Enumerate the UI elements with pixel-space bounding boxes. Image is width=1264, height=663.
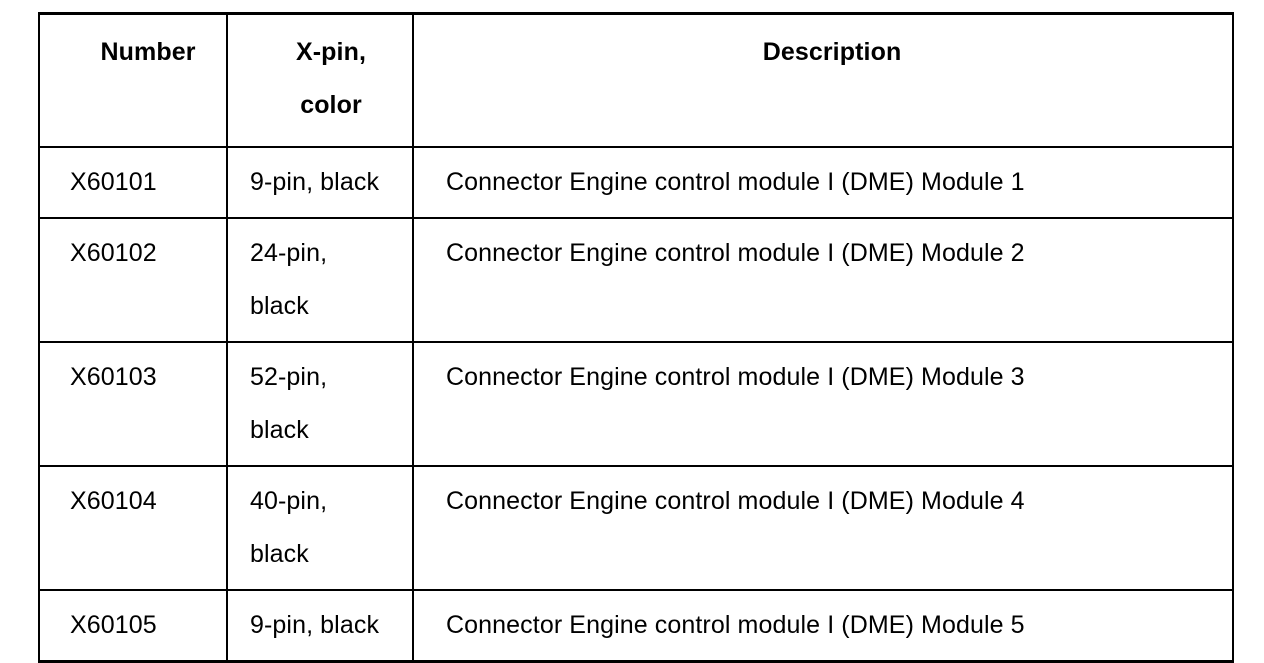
cell-description: Connector Engine control module I (DME) … — [412, 589, 1234, 663]
column-header-description-label: Description — [762, 38, 902, 66]
table-row: X60105 9-pin, black Connector Engine con… — [38, 589, 1234, 663]
table-body: X60101 9-pin, black Connector Engine con… — [38, 146, 1234, 663]
column-header-number: Number — [38, 12, 228, 148]
cell-description: Connector Engine control module I (DME) … — [412, 217, 1234, 343]
cell-number-value: X60101 — [70, 168, 157, 196]
cell-number-value: X60103 — [70, 363, 157, 391]
cell-xpin: 9-pin, black — [226, 589, 414, 663]
table-row: X60101 9-pin, black Connector Engine con… — [38, 146, 1234, 219]
cell-number-value: X60102 — [70, 239, 157, 267]
cell-number: X60102 — [38, 217, 228, 343]
cell-description-value: Connector Engine control module I (DME) … — [446, 611, 1025, 639]
cell-xpin: 52-pin, black — [226, 341, 414, 467]
column-header-description: Description — [412, 12, 1234, 148]
cell-xpin-value: 52-pin, black — [250, 363, 328, 444]
cell-number: X60105 — [38, 589, 228, 663]
cell-number: X60103 — [38, 341, 228, 467]
table-header: Number X-pin, color Description — [38, 12, 1234, 148]
cell-description-value: Connector Engine control module I (DME) … — [446, 168, 1025, 196]
page-canvas: Number X-pin, color Description X60101 9… — [38, 12, 1234, 663]
cell-number-value: X60104 — [70, 487, 157, 515]
cell-description-value: Connector Engine control module I (DME) … — [446, 239, 1025, 267]
cell-xpin: 9-pin, black — [226, 146, 414, 219]
cell-number: X60104 — [38, 465, 228, 591]
cell-xpin-value: 9-pin, black — [250, 611, 380, 639]
cell-xpin: 40-pin, black — [226, 465, 414, 591]
cell-xpin: 24-pin, black — [226, 217, 414, 343]
connector-list-table: Number X-pin, color Description X60101 9… — [38, 12, 1234, 663]
column-header-xpin-label: X-pin, color — [295, 38, 367, 119]
cell-description-value: Connector Engine control module I (DME) … — [446, 363, 1025, 391]
cell-description: Connector Engine control module I (DME) … — [412, 146, 1234, 219]
cell-description: Connector Engine control module I (DME) … — [412, 465, 1234, 591]
cell-number: X60101 — [38, 146, 228, 219]
cell-xpin-value: 9-pin, black — [250, 168, 380, 196]
table-row: X60102 24-pin, black Connector Engine co… — [38, 217, 1234, 343]
table-header-row: Number X-pin, color Description — [38, 12, 1234, 148]
column-header-number-label: Number — [100, 38, 196, 66]
cell-description: Connector Engine control module I (DME) … — [412, 341, 1234, 467]
cell-description-value: Connector Engine control module I (DME) … — [446, 487, 1025, 515]
table-row: X60103 52-pin, black Connector Engine co… — [38, 341, 1234, 467]
cell-xpin-value: 24-pin, black — [250, 239, 328, 320]
cell-xpin-value: 40-pin, black — [250, 487, 328, 568]
table-row: X60104 40-pin, black Connector Engine co… — [38, 465, 1234, 591]
cell-number-value: X60105 — [70, 611, 157, 639]
column-header-xpin: X-pin, color — [226, 12, 414, 148]
